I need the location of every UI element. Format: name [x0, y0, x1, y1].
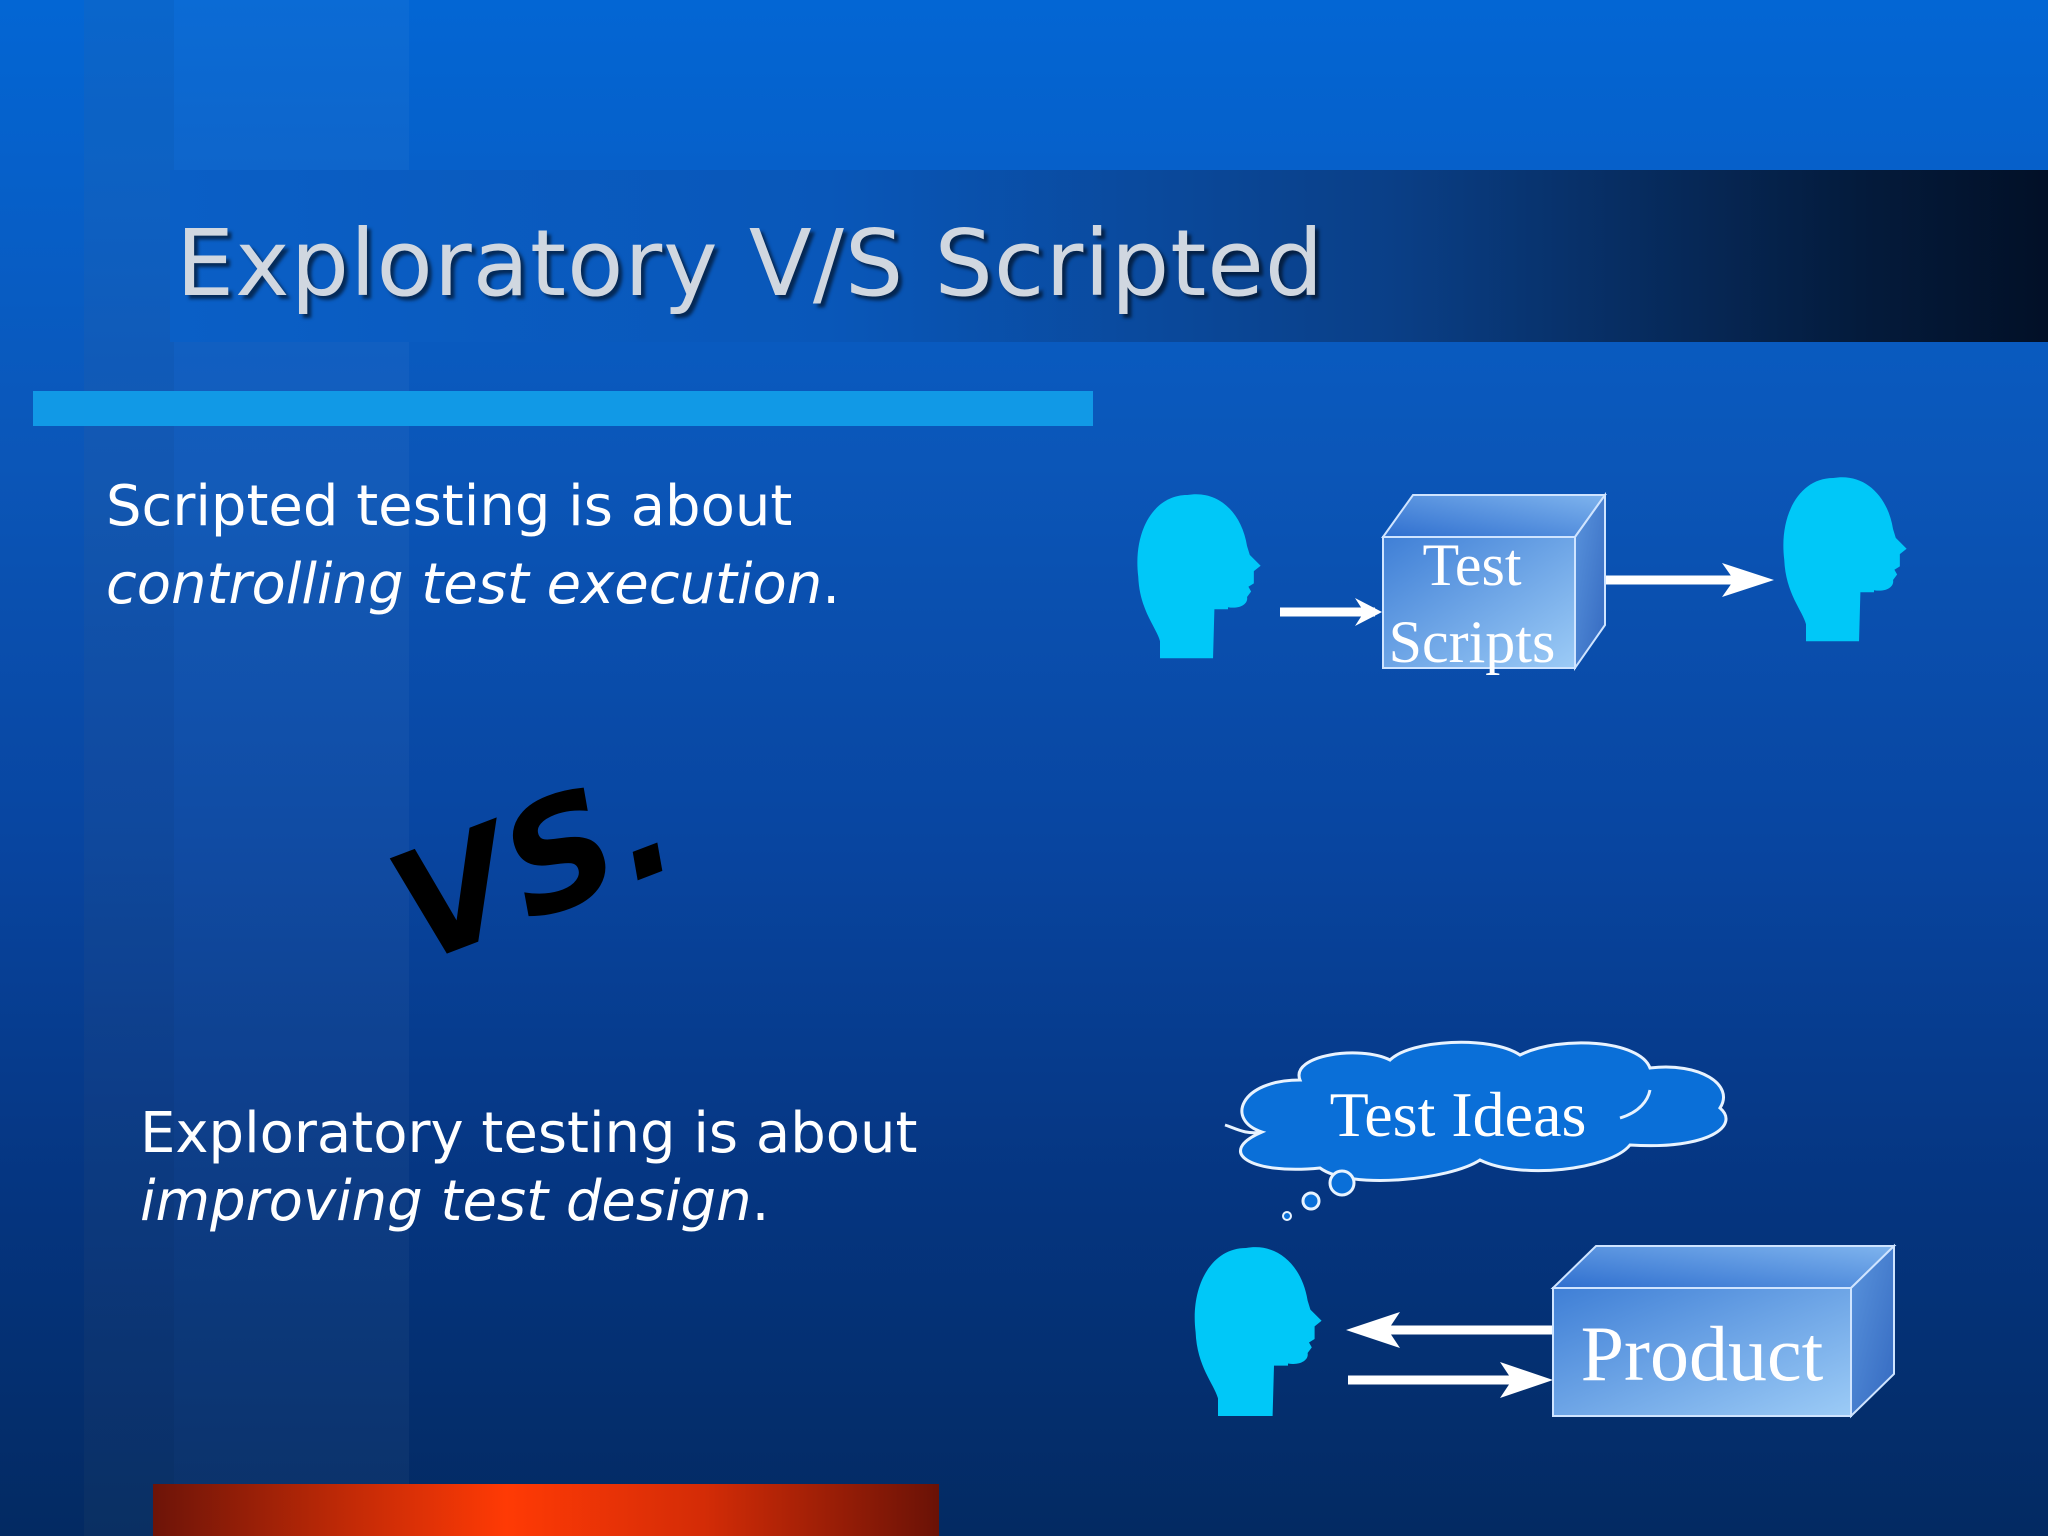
- box-label-scripts: Scripts: [1389, 609, 1556, 675]
- box-label-test: Test: [1422, 532, 1521, 598]
- explorer-head-icon: [1194, 1247, 1322, 1416]
- scripted-emphasis: controlling test execution: [106, 552, 823, 617]
- arrow-head: [1722, 563, 1774, 597]
- test-scripts-box: Test Scripts: [1381, 491, 1607, 675]
- exploratory-period: .: [751, 1169, 770, 1234]
- thought-bubble: [1328, 1169, 1356, 1197]
- arrow-head: [1346, 1312, 1400, 1348]
- bottom-accent-bar: [153, 1484, 939, 1536]
- scripted-period: .: [822, 552, 841, 617]
- scripted-text: Scripted testing is about controlling te…: [106, 468, 840, 624]
- learner-head-icon: [1783, 477, 1907, 642]
- box-label-product: Product: [1581, 1310, 1824, 1397]
- exploratory-emphasis: improving test design: [140, 1169, 752, 1234]
- exploratory-text: Exploratory testing is about improving t…: [140, 1100, 917, 1236]
- exploratory-line-2: improving test design.: [140, 1168, 917, 1236]
- thought-bubble: [1282, 1211, 1292, 1221]
- scripted-line-2: controlling test execution.: [106, 546, 840, 624]
- title-band: [170, 170, 2048, 342]
- background-strip-edge: [84, 0, 174, 1536]
- accent-bar: [33, 391, 1093, 426]
- arrow-head: [1500, 1362, 1553, 1398]
- exploratory-line-1: Exploratory testing is about: [140, 1101, 918, 1166]
- slide-title: Exploratory V/S Scripted: [176, 210, 1325, 317]
- arrow-head: [1355, 598, 1382, 626]
- thought-bubble: [1301, 1191, 1321, 1211]
- scripted-line-1: Scripted testing is about: [106, 474, 793, 539]
- cloud-label: Test Ideas: [1330, 1079, 1587, 1150]
- tester-head-icon: [1137, 494, 1261, 659]
- product-box: Product: [1550, 1243, 1897, 1419]
- thought-cloud: Test Ideas: [1224, 1040, 1728, 1182]
